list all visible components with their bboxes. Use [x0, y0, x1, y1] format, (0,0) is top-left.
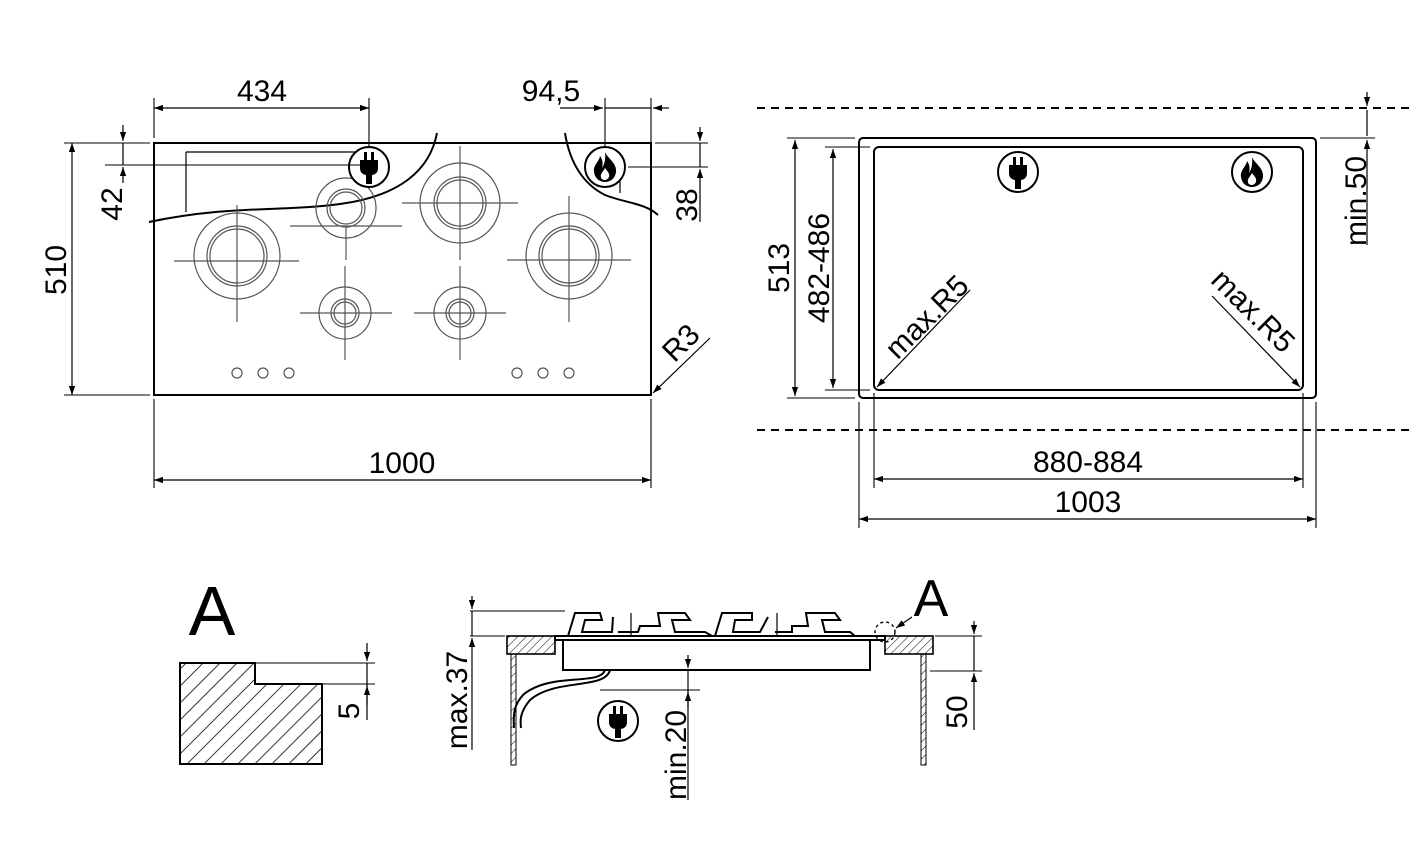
detail-a-section — [179, 662, 323, 765]
dim-radius-left: max.R5 — [879, 269, 975, 365]
plug-icon — [997, 151, 1039, 193]
dim-clearance: min.50 — [1340, 156, 1373, 246]
dim-radius-right: max.R5 — [1205, 263, 1301, 359]
cabinet-wall-left — [510, 653, 517, 766]
side-view: A max.37 min.20 50 — [441, 570, 982, 800]
flame-icon — [1231, 151, 1273, 193]
dim-below: min.20 — [660, 710, 693, 800]
plug-icon — [348, 146, 390, 188]
dim-radius: R3 — [656, 318, 706, 368]
burner-medium-top — [290, 177, 402, 260]
cutout-view: max.R5 max.R5 513 482-486 min.50 880-884… — [757, 92, 1410, 528]
hob-outline — [153, 142, 652, 396]
hob-body — [562, 639, 871, 671]
hob-outer-outline — [858, 137, 1317, 399]
burner-large-left — [174, 205, 299, 322]
dim-outer-width: 1003 — [1055, 486, 1122, 519]
burner-large-top — [402, 146, 518, 260]
detail-a: A 5 — [179, 572, 375, 765]
dim-step: 5 — [333, 703, 366, 720]
dim-plug-x: 434 — [237, 75, 287, 108]
pan-supports — [567, 612, 856, 637]
worktop-right — [884, 635, 934, 655]
cabinet-wall-right — [920, 653, 927, 766]
worktop-left — [506, 635, 556, 655]
dim-outer-height: 513 — [763, 243, 796, 293]
dim-height: 510 — [40, 245, 73, 295]
cutaway-curve-right — [564, 132, 659, 216]
pipe-outline-left — [185, 151, 365, 212]
top-view: 434 94,5 42 38 510 1000 R3 — [40, 75, 711, 488]
dim-side-height: max.37 — [441, 651, 474, 749]
control-knobs-left — [231, 367, 295, 379]
dim-worktop: 50 — [941, 695, 974, 728]
cutaway-curve-left — [148, 132, 438, 223]
dim-inner-width: 880-884 — [1033, 446, 1143, 479]
flame-icon — [584, 146, 626, 188]
plug-icon — [597, 700, 639, 742]
dim-gas-y: 38 — [671, 188, 704, 221]
detail-a-label: A — [189, 572, 236, 650]
side-view-label: A — [914, 570, 949, 628]
detail-a-marker — [874, 621, 896, 643]
burner-small-left — [300, 266, 392, 360]
cutout-outline — [873, 146, 1304, 391]
hob-plate — [554, 635, 886, 641]
burner-small-right — [414, 266, 506, 360]
dim-gas-x: 94,5 — [522, 75, 580, 108]
dim-width: 1000 — [369, 447, 436, 480]
dim-inner-height: 482-486 — [803, 213, 836, 323]
burner-large-right — [507, 196, 631, 322]
dim-plug-y: 42 — [96, 187, 129, 220]
power-cable — [519, 669, 611, 729]
control-knobs-right — [511, 367, 575, 379]
